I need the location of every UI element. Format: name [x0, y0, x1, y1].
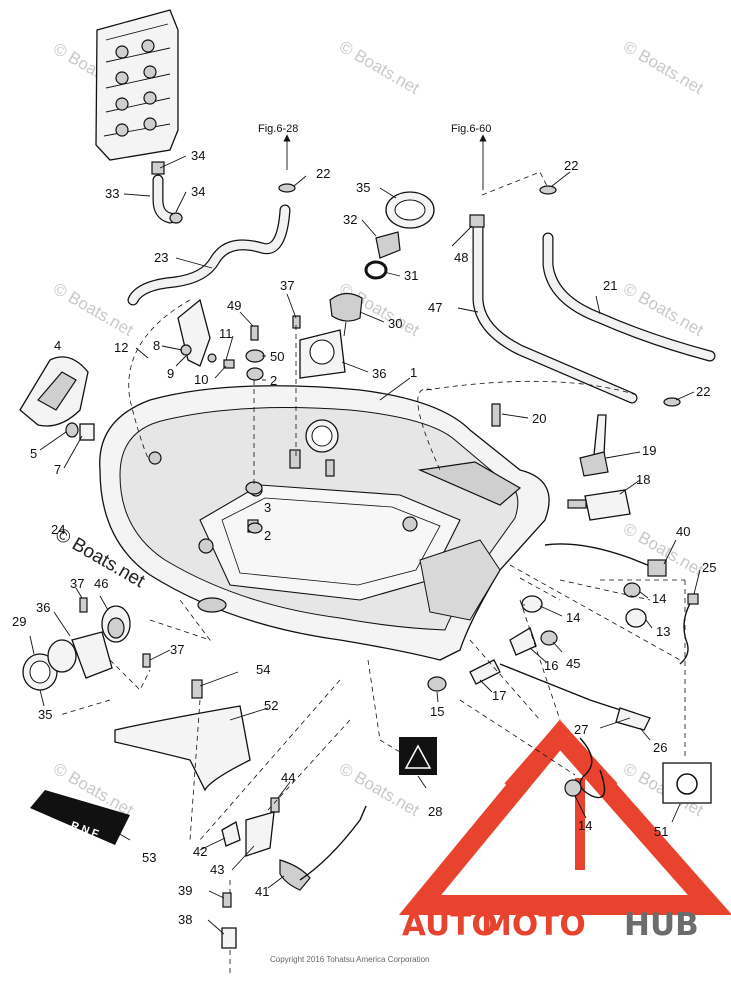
svg-text:AUTO: AUTO	[402, 907, 498, 943]
callout-24: 24	[51, 522, 65, 537]
callout-27: 27	[574, 722, 588, 737]
callout-48: 48	[454, 250, 468, 265]
callout-29: 29	[12, 614, 26, 629]
callout-2: 2	[270, 373, 277, 388]
callout-26: 26	[653, 740, 667, 755]
callout-28: 28	[428, 804, 442, 819]
callout-3: 3	[264, 500, 271, 515]
callout-14: 14	[652, 591, 666, 606]
automotohub-logo: AUTO MOTO HUB	[398, 719, 731, 943]
callout-47: 47	[428, 300, 442, 315]
callout-38: 38	[178, 912, 192, 927]
callout-32: 32	[343, 212, 357, 227]
callout-35: 35	[38, 707, 52, 722]
callout-17: 17	[492, 688, 506, 703]
callout-51: 51	[654, 824, 668, 839]
svg-text:© Boats.net: © Boats.net	[336, 37, 423, 98]
callout-22: 22	[564, 158, 578, 173]
callout-1: 1	[410, 365, 417, 380]
callout-15: 15	[430, 704, 444, 719]
callout-43: 43	[210, 862, 224, 877]
engine-block	[95, 9, 179, 175]
callout-37: 37	[70, 576, 84, 591]
callout-45: 45	[566, 656, 580, 671]
callout-39: 39	[178, 883, 192, 898]
callout-23: 23	[154, 250, 168, 265]
fig-ref-6-28: Fig.6-28	[258, 123, 298, 135]
svg-text:© Boats.net: © Boats.net	[620, 37, 707, 98]
callout-37: 37	[170, 642, 184, 657]
callout-31: 31	[404, 268, 418, 283]
callout-22: 22	[316, 166, 330, 181]
callout-36: 36	[372, 366, 386, 381]
lower-cowling	[99, 385, 550, 661]
callout-9: 9	[167, 366, 174, 381]
callout-14: 14	[566, 610, 580, 625]
callout-11: 11	[219, 326, 233, 341]
callout-18: 18	[636, 472, 650, 487]
callout-20: 20	[532, 411, 546, 426]
copyright-text: Copyright 2016 Tohatsu America Corporati…	[270, 955, 430, 964]
callout-50: 50	[270, 349, 284, 364]
callout-44: 44	[281, 770, 295, 785]
callout-13: 13	[656, 624, 670, 639]
assembly-lines	[59, 299, 686, 975]
callout-5: 5	[30, 446, 37, 461]
callout-14: 14	[578, 818, 592, 833]
callout-34: 34	[191, 184, 205, 199]
callout-4: 4	[54, 338, 61, 353]
callout-16: 16	[544, 658, 558, 673]
callout-37: 37	[280, 278, 294, 293]
callout-33: 33	[105, 186, 119, 201]
callout-2: 2	[264, 528, 271, 543]
callout-36: 36	[36, 600, 50, 615]
callout-40: 40	[676, 524, 690, 539]
fig-ref-6-60: Fig.6-60	[451, 123, 491, 135]
callout-7: 7	[54, 462, 61, 477]
callout-22: 22	[696, 384, 710, 399]
callout-54: 54	[256, 662, 270, 677]
callout-12: 12	[114, 340, 128, 355]
callout-52: 52	[264, 698, 278, 713]
callout-53: 53	[142, 850, 156, 865]
callout-42: 42	[193, 844, 207, 859]
callout-numbers: 34 34 33 23 22 22 22 35 32 31 30 36 1 37…	[12, 148, 716, 927]
callout-10: 10	[194, 372, 208, 387]
callout-21: 21	[603, 278, 617, 293]
callout-35: 35	[356, 180, 370, 195]
callout-34: 34	[191, 148, 205, 163]
svg-text:MOTO: MOTO	[481, 907, 586, 943]
callout-49: 49	[227, 298, 241, 313]
callout-19: 19	[642, 443, 656, 458]
callout-46: 46	[94, 576, 108, 591]
svg-text:© Boats.net: © Boats.net	[50, 279, 137, 340]
leader-lines	[29, 155, 701, 935]
callout-8: 8	[153, 338, 160, 353]
callout-25: 25	[702, 560, 716, 575]
callout-30: 30	[388, 316, 402, 331]
svg-text:HUB: HUB	[624, 907, 699, 943]
callout-41: 41	[255, 884, 269, 899]
